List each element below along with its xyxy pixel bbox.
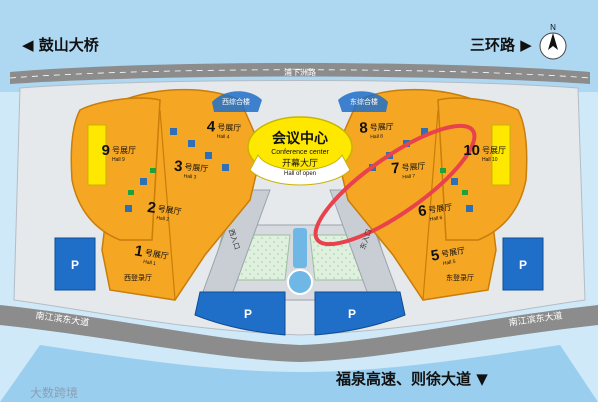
road-top-line [9, 69, 591, 79]
hall-number: 2 [146, 199, 157, 217]
road-top [10, 63, 590, 84]
hall-name-en: Hall 1 [143, 259, 157, 267]
hall-number: 6 [417, 202, 428, 220]
conference-label-en: Conference center [271, 149, 329, 156]
compass: N [539, 23, 567, 60]
hall-number: 8 [359, 119, 368, 136]
hall-name-cn: 号展厅 [441, 246, 466, 259]
parking-south-east [314, 291, 406, 336]
west-annex [87, 124, 107, 186]
road-bottom [0, 305, 598, 362]
parking-south-west [194, 291, 286, 336]
hall-name-en: Hall 8 [370, 134, 383, 141]
west-entry-label: 西登录厅 [124, 273, 152, 282]
hall-name-cn: 号展厅 [184, 163, 209, 174]
hall-name-cn: 号展厅 [144, 248, 169, 261]
hall-number: 5 [430, 247, 441, 265]
lake-bottom [0, 345, 598, 402]
parking-lots [54, 237, 544, 336]
parking-east-label: P [519, 258, 527, 272]
hall-name-cn: 号展厅 [482, 146, 506, 155]
hall-number: 3 [173, 158, 183, 176]
east-entry-label: 东登录厅 [446, 273, 474, 282]
watermark: 大数跨境 [30, 386, 79, 400]
hall-number: 9 [102, 142, 110, 159]
highlight-ellipse [313, 123, 477, 247]
hall-name-en: Hall 7 [402, 173, 415, 180]
east-complex-roof [338, 91, 388, 112]
direction-bottom: 福泉高速、则徐大道 ▼ [336, 370, 488, 388]
east-annex [491, 124, 511, 186]
west-building-label: 西综合楼 [222, 97, 250, 106]
opening-hall-en: Hall of open [284, 171, 316, 177]
hall-name-cn: 号展厅 [112, 146, 136, 155]
hall-name-en: Hall 3 [183, 173, 196, 180]
opening-hall-cn: 开幕大厅 [282, 157, 318, 168]
parking-south-west-label: P [244, 307, 252, 321]
hall-number: 1 [133, 242, 144, 260]
hall-name-cn: 号展厅 [370, 122, 394, 132]
hall-number: 4 [206, 118, 216, 135]
road-label-top: 浦下洲路 [284, 67, 316, 77]
parking-south-east-label: P [348, 307, 356, 321]
west-hall-divider [159, 109, 176, 301]
hall-name-en: Hall 2 [156, 215, 170, 223]
direction-top-left: ◀ 鼓山大桥 [22, 36, 99, 54]
hall-name-en: Hall 10 [482, 157, 498, 163]
hall-name-cn: 号展厅 [428, 203, 453, 215]
hall-name-en: Hall 6 [429, 215, 443, 223]
west-complex-roof [212, 91, 262, 112]
hall-name-cn: 号展厅 [217, 123, 241, 133]
central-pool [293, 228, 307, 268]
parking-east [502, 237, 544, 291]
opening-hall [249, 153, 351, 186]
hall-number: 10 [463, 142, 480, 159]
green-markers [128, 168, 468, 195]
fountain [287, 269, 313, 295]
hall-name-en: Hall 4 [217, 134, 230, 141]
east-hall-divider [422, 109, 439, 301]
compass-needle-icon [548, 33, 558, 50]
hall-name-cn: 号展厅 [401, 161, 426, 172]
parking-west-label: P [71, 258, 79, 272]
hall-name-en: Hall 9 [112, 157, 125, 163]
compass-label: N [550, 23, 556, 32]
hall-name-en: Hall 5 [442, 259, 456, 267]
hall-number: 7 [391, 160, 401, 178]
parking-west [54, 237, 96, 291]
east-building-label: 东综合楼 [350, 97, 378, 106]
direction-top-right: 三环路 ▶ [470, 36, 532, 54]
conference-label-cn: 会议中心 [272, 130, 328, 146]
hall-name-cn: 号展厅 [157, 204, 182, 216]
